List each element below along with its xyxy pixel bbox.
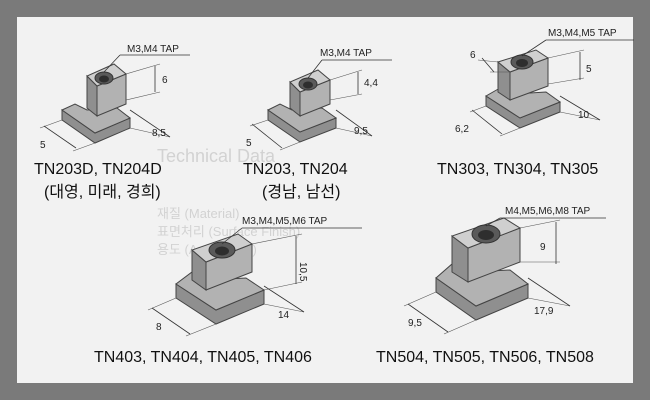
dim-label: 6 bbox=[162, 75, 168, 86]
dim-label: 9,5 bbox=[354, 126, 368, 137]
dim-label: 14 bbox=[278, 310, 290, 321]
caption-2: TN203, TN204 bbox=[243, 161, 348, 178]
dim-label: 4,4 bbox=[364, 78, 378, 89]
dim-label: 17,9 bbox=[534, 306, 554, 317]
dim-label: 6 bbox=[470, 50, 476, 61]
caption-1: TN203D, TN204D bbox=[34, 161, 162, 178]
dim-label: 8,5 bbox=[152, 128, 166, 139]
sub-caption-1: (대영, 미래, 경희) bbox=[44, 183, 161, 201]
caption-5: TN504, TN505, TN506, TN508 bbox=[376, 349, 594, 366]
dim-label: 5 bbox=[246, 138, 252, 149]
dim-label: 5 bbox=[586, 64, 592, 75]
t-nut-tn203d bbox=[39, 54, 190, 152]
tap-label-2: M3,M4 TAP bbox=[320, 48, 372, 59]
watermark-line: Technical Data bbox=[157, 146, 276, 166]
dim-label: 10,5 bbox=[297, 262, 308, 282]
dim-label: 9,5 bbox=[408, 318, 422, 329]
tap-label-4: M3,M4,M5,M6 TAP bbox=[242, 216, 328, 227]
tap-label-1: M3,M4 TAP bbox=[127, 44, 179, 55]
caption-3: TN303, TN304, TN305 bbox=[437, 161, 598, 178]
t-nut-tn504 bbox=[403, 217, 606, 335]
caption-4: TN403, TN404, TN405, TN406 bbox=[94, 349, 312, 366]
dim-label: 5 bbox=[40, 140, 46, 151]
tap-label-5: M4,M5,M6,M8 TAP bbox=[505, 206, 591, 217]
t-nut-tn203 bbox=[249, 59, 392, 151]
dim-label: 9 bbox=[540, 242, 546, 253]
sub-caption-2: (경남, 남선) bbox=[262, 183, 340, 201]
dim-label: 10 bbox=[578, 110, 590, 121]
dim-label: 8 bbox=[156, 322, 162, 333]
t-nut-tn403 bbox=[147, 227, 362, 337]
dim-label: 6,2 bbox=[455, 124, 469, 135]
tap-label-3: M3,M4,M5 TAP bbox=[548, 28, 617, 39]
t-nut-tn303 bbox=[469, 39, 634, 137]
watermark-line: 재질 (Material) bbox=[157, 206, 240, 221]
